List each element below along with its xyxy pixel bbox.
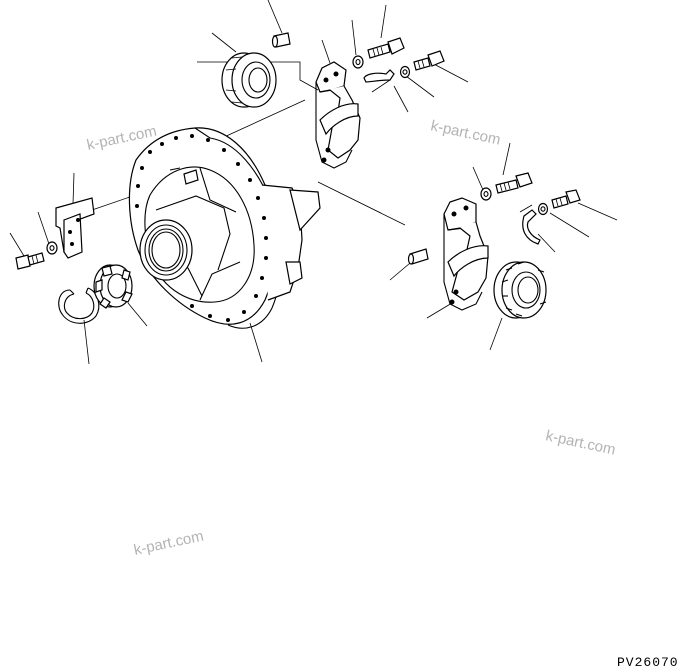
- bearing-nut-right: [493, 261, 547, 319]
- lock-plate-right: [522, 209, 541, 245]
- watermark-2: k-part.com: [429, 117, 502, 148]
- washer-right-2: [537, 202, 549, 216]
- lock-clip-upper: [363, 69, 395, 83]
- washer-right-1: [480, 187, 492, 201]
- flange-holes: [135, 134, 268, 322]
- differential-carrier: [128, 127, 321, 329]
- bolt-right-2: [551, 189, 581, 209]
- bolt-right-1: [495, 172, 533, 194]
- bearing-cup-upper: [221, 52, 277, 108]
- bolt-upper-1: [367, 37, 405, 59]
- washer-upper-2: [399, 65, 411, 79]
- bearing-cap-upper: [315, 61, 361, 169]
- bolt-upper-2: [413, 50, 445, 71]
- adjusting-nut: [93, 264, 133, 309]
- washer-left: [46, 241, 58, 255]
- snap-ring: [58, 287, 100, 324]
- dowel-pin-upper: [271, 32, 291, 48]
- watermark-4: k-part.com: [132, 528, 205, 559]
- bearing-cap-right: [443, 197, 489, 311]
- watermark-3: k-part.com: [544, 427, 617, 458]
- bolt-left: [15, 252, 45, 270]
- mounting-bracket: [55, 197, 95, 259]
- dowel-pin-right: [407, 248, 429, 265]
- washer-upper-1: [352, 55, 364, 69]
- drawing-code: PV26070: [617, 655, 679, 670]
